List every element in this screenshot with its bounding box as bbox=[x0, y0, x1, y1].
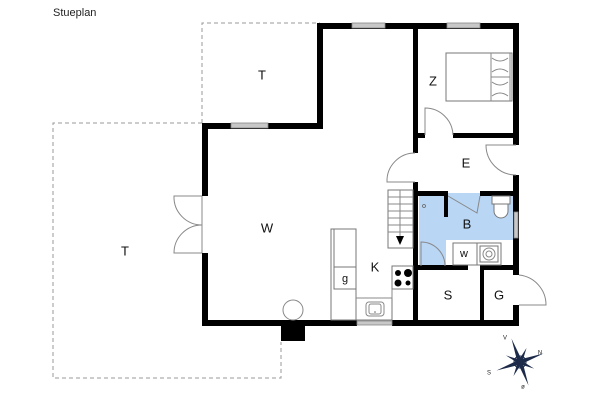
bed bbox=[445, 52, 513, 102]
label-terrace-left: T bbox=[121, 243, 129, 258]
label-bathroom: B bbox=[463, 216, 472, 231]
toilet bbox=[491, 195, 511, 219]
terrace-left bbox=[52, 122, 282, 379]
label-kitchen: K bbox=[371, 259, 380, 274]
label-terrace-top: T bbox=[258, 67, 266, 82]
stairs bbox=[387, 189, 414, 249]
label-washer: w bbox=[459, 248, 468, 260]
kitchen-counter bbox=[330, 228, 414, 321]
bathroom-area bbox=[419, 193, 513, 266]
windows bbox=[230, 22, 519, 326]
label-bedroom: Z bbox=[429, 73, 437, 88]
label-kitchen-cabinet: g bbox=[342, 273, 348, 285]
wood-stove bbox=[282, 299, 304, 321]
doors bbox=[173, 107, 547, 306]
terrace-top bbox=[201, 22, 320, 123]
compass-rose-icon: V N S ø bbox=[487, 336, 544, 391]
label-storage: S bbox=[444, 287, 453, 302]
label-entry: E bbox=[462, 155, 471, 170]
plan-title: Stueplan bbox=[53, 7, 97, 19]
label-living: W bbox=[261, 220, 274, 235]
washer-area bbox=[422, 204, 502, 266]
compass-west: V bbox=[503, 336, 507, 342]
compass-east: ø bbox=[521, 385, 525, 391]
compass-south: S bbox=[487, 371, 491, 377]
compass-north: N bbox=[538, 351, 542, 357]
label-garage: G bbox=[494, 287, 504, 302]
